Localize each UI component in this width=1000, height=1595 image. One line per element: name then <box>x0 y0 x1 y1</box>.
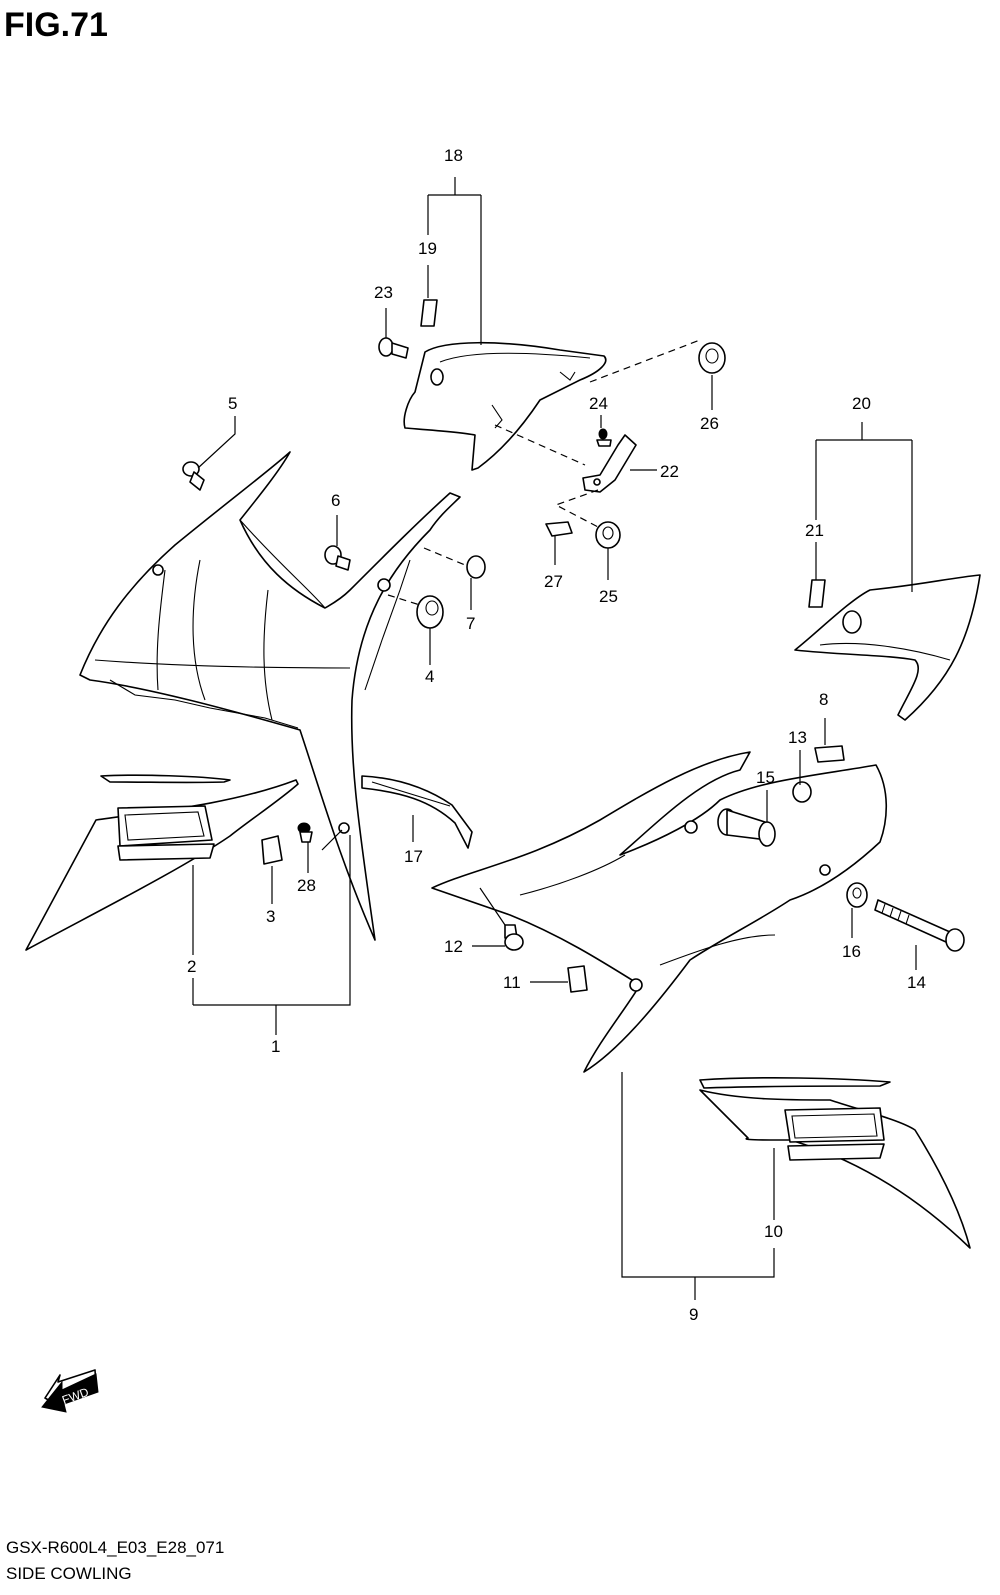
callout-12: 12 <box>444 937 463 956</box>
callout-15: 15 <box>756 768 775 787</box>
callout-22: 22 <box>660 462 679 481</box>
callout-19: 19 <box>418 239 437 258</box>
pad-27 <box>545 521 573 537</box>
callout-17: 17 <box>404 847 423 866</box>
screw-28 <box>297 822 313 843</box>
spacer-15 <box>717 808 776 847</box>
figure-code: GSX-R600L4_E03_E28_071 <box>6 1538 225 1557</box>
screw-24 <box>596 428 612 447</box>
callout-13: 13 <box>788 728 807 747</box>
inner-panel-upper <box>403 341 607 471</box>
callout-labels: 18 19 23 24 26 22 27 25 5 6 7 4 17 3 28 … <box>187 146 926 1324</box>
nut-7 <box>466 555 486 579</box>
callout-25: 25 <box>599 587 618 606</box>
callout-8: 8 <box>819 690 828 709</box>
decal-2 <box>25 774 299 951</box>
grommet-26 <box>698 342 726 374</box>
strip-17 <box>361 775 473 849</box>
callout-16: 16 <box>842 942 861 961</box>
label-19 <box>420 299 438 327</box>
callout-23: 23 <box>374 283 393 302</box>
screw-5 <box>182 461 205 491</box>
pad-8 <box>814 745 845 763</box>
bolt-14 <box>874 899 965 952</box>
callout-5: 5 <box>228 394 237 413</box>
figure-name: SIDE COWLING <box>6 1564 132 1583</box>
callout-3: 3 <box>266 907 275 926</box>
callout-28: 28 <box>297 876 316 895</box>
label-21 <box>808 579 826 608</box>
grommet-4 <box>416 595 444 629</box>
screw-23 <box>378 337 409 359</box>
callout-7: 7 <box>466 614 475 633</box>
callout-27: 27 <box>544 572 563 591</box>
callout-10: 10 <box>764 1222 783 1241</box>
callout-18: 18 <box>444 146 463 165</box>
screw-12 <box>504 924 524 951</box>
callout-1: 1 <box>271 1037 280 1056</box>
callout-6: 6 <box>331 491 340 510</box>
clip-3 <box>261 835 283 865</box>
middle-cowling <box>431 751 888 1073</box>
callout-11: 11 <box>503 973 521 992</box>
grommet-25 <box>595 521 621 549</box>
washer-16 <box>846 882 868 908</box>
screw-6 <box>324 545 351 571</box>
leader-lines <box>192 177 917 1300</box>
callout-21: 21 <box>805 521 824 540</box>
side-panel-20 <box>794 574 981 721</box>
nut-13 <box>792 781 812 803</box>
clip-11 <box>567 965 588 993</box>
callout-26: 26 <box>700 414 719 433</box>
callout-9: 9 <box>689 1305 698 1324</box>
callout-24: 24 <box>589 394 608 413</box>
callout-2: 2 <box>187 957 196 976</box>
callout-20: 20 <box>852 394 871 413</box>
upper-cowling <box>79 451 461 941</box>
callout-4: 4 <box>425 667 434 686</box>
callout-14: 14 <box>907 973 926 992</box>
figure-title: FIG.71 <box>4 6 108 44</box>
bracket-22 <box>582 434 637 493</box>
decal-10 <box>699 1077 971 1249</box>
